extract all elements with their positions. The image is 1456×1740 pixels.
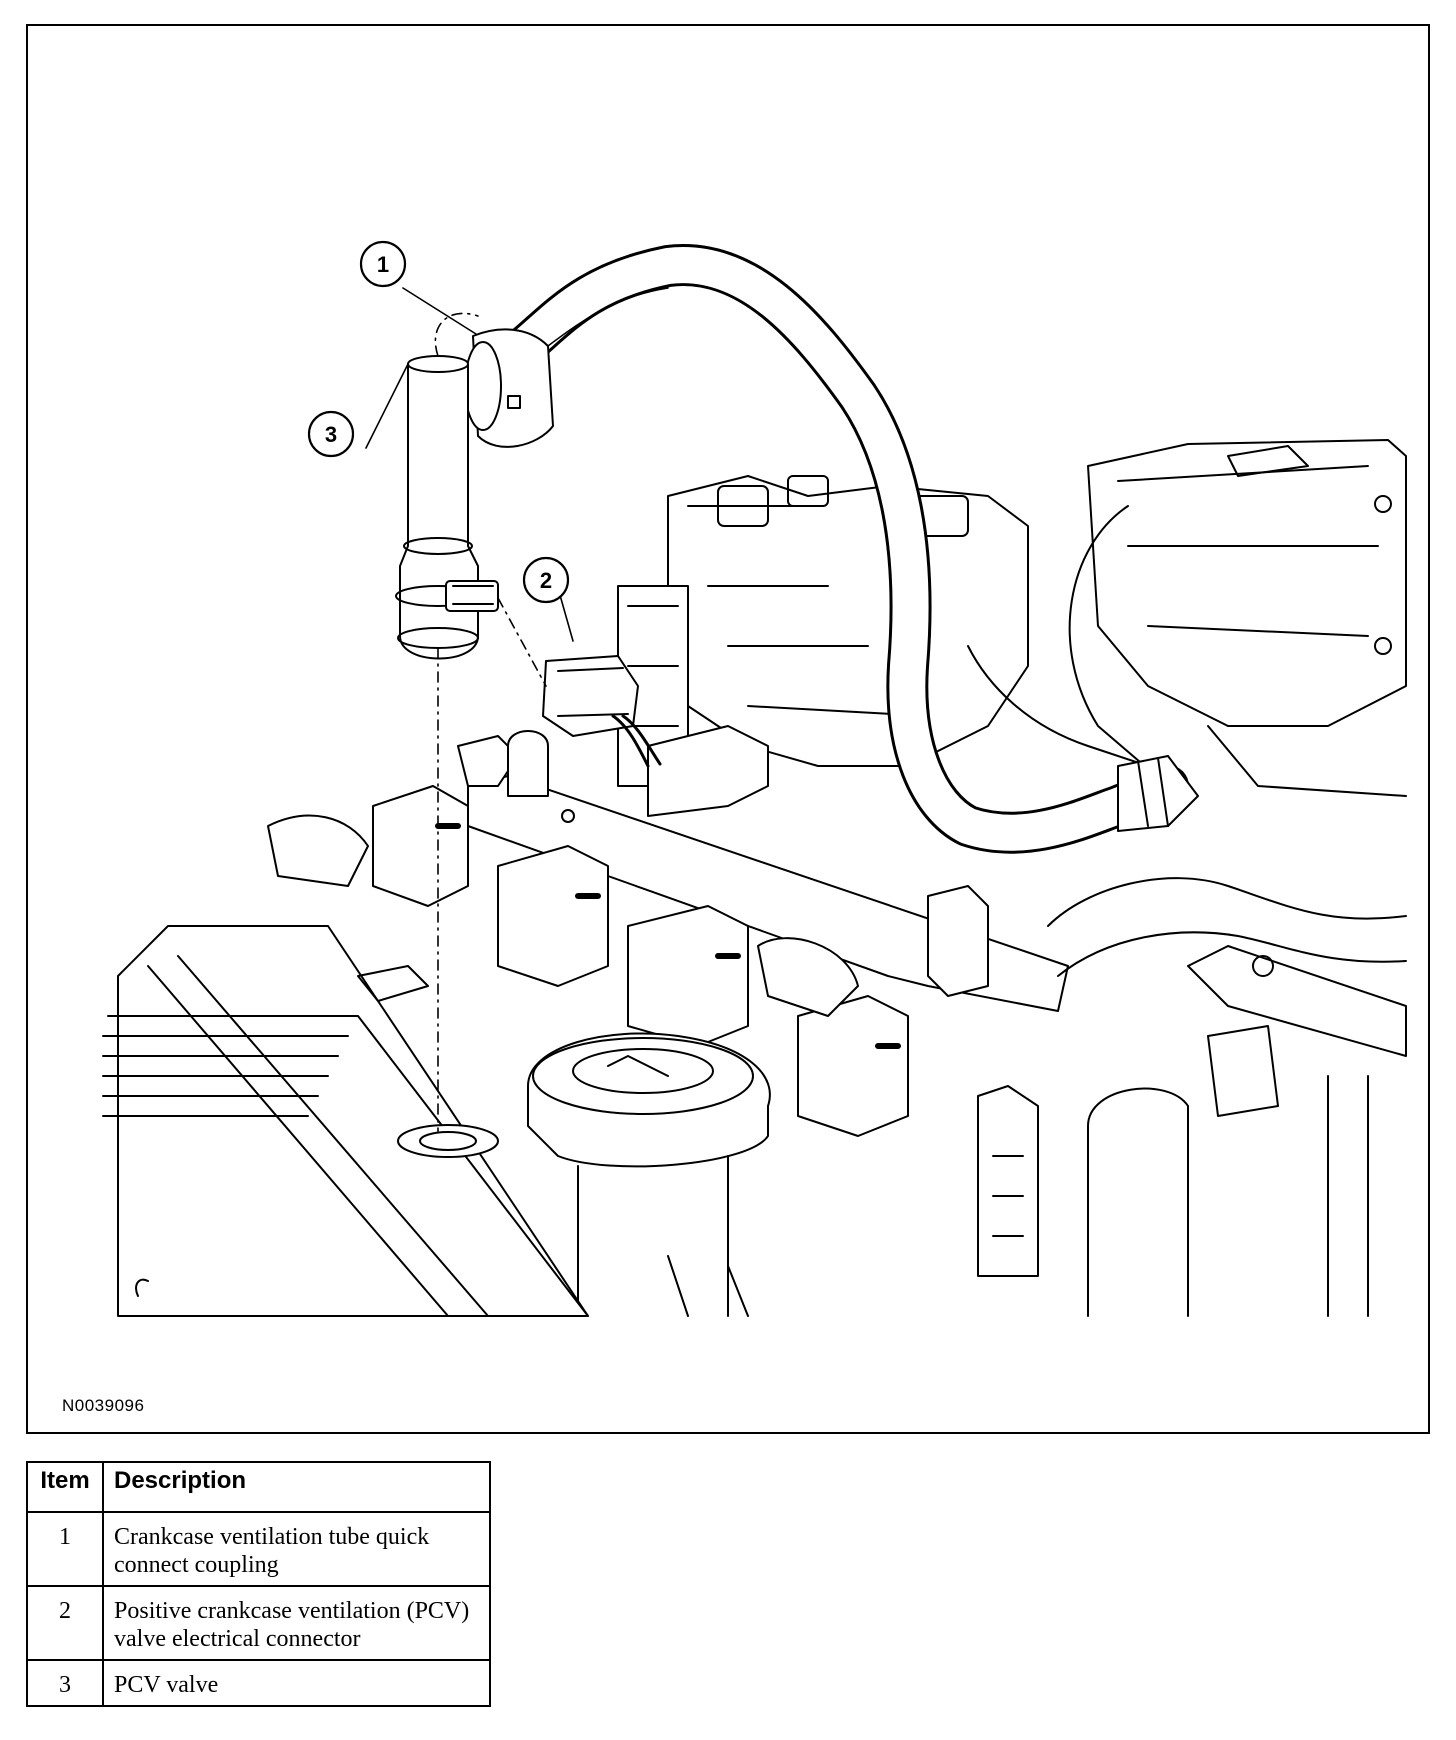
legend-item-number: 1 — [26, 1511, 104, 1587]
crankcase-ventilation-tube — [464, 244, 1199, 854]
callout-1-circle — [359, 240, 407, 288]
callouts: 1 2 3 — [307, 240, 574, 642]
figure-id: N0039096 — [62, 1396, 145, 1415]
callout-3-label: 3 — [325, 422, 337, 447]
legend-header-description: Description — [102, 1461, 491, 1513]
pcv-valve — [395, 355, 499, 660]
ignition-coils — [372, 785, 909, 1137]
oil-filler-cap — [527, 1032, 771, 1317]
legend-item-number: 3 — [26, 1659, 104, 1707]
legend-item-description: Positive crankcase ventilation (PCV) val… — [102, 1585, 491, 1661]
legend-item-number: 2 — [26, 1585, 104, 1661]
callout-3-circle — [307, 410, 355, 458]
legend-row: 1 Crankcase ventilation tube quick conne… — [26, 1511, 491, 1587]
engine-illustration: 1 2 3 — [102, 240, 1407, 1317]
legend-header-row: Item Description — [26, 1461, 491, 1513]
legend-row: 2 Positive crankcase ventilation (PCV) v… — [26, 1585, 491, 1661]
legend-item-description: Crankcase ventilation tube quick connect… — [102, 1511, 491, 1587]
engine-background-group — [102, 439, 1407, 1317]
legend-row: 3 PCV valve — [26, 1659, 491, 1707]
alignment-lines — [434, 312, 547, 1132]
legend-header-item: Item — [26, 1461, 104, 1513]
legend-table: Item Description 1 Crankcase ventilation… — [26, 1461, 491, 1707]
callout-2-circle — [522, 556, 570, 604]
callout-1-label: 1 — [377, 252, 389, 277]
callout-2-label: 2 — [540, 568, 552, 593]
pcv-electrical-connector — [542, 655, 662, 768]
legend-item-description: PCV valve — [102, 1659, 491, 1707]
figure-frame: 1 2 3 N0039096 — [26, 24, 1430, 1434]
valve-cover — [102, 925, 589, 1317]
